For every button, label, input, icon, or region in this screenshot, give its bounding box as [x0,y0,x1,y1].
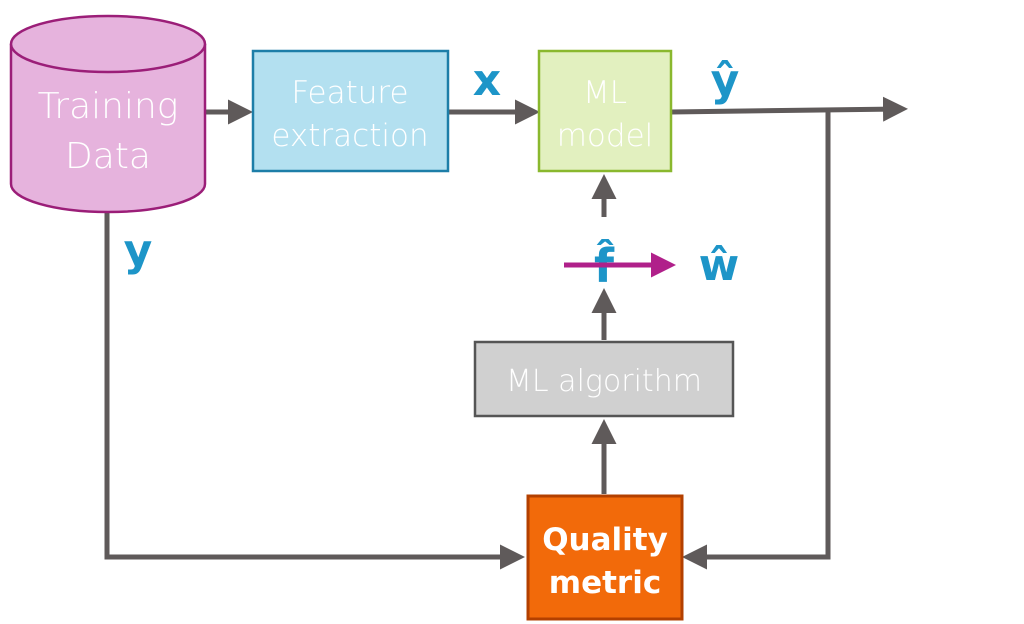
feature-extraction-label-line2: extraction [271,118,428,154]
ml-model-label-line2: model [557,118,654,154]
ml-algorithm-node: ML algorithm [473,340,735,418]
y-label: y [124,225,153,276]
arrow-yhat-to-quality [682,112,831,570]
ml-algorithm-label: ML algorithm [506,364,702,399]
training-data-node: Training Data [9,14,207,214]
ml-algorithm-box [473,340,735,418]
feature-extraction-label-line1: Feature [291,75,408,111]
arrow-y-to-quality [104,212,525,570]
ml-model-node: ML model [537,49,673,173]
ml-model-box [537,49,673,173]
connectors [104,96,908,570]
x-label: x [473,55,501,106]
feature-extraction-node: Feature extraction [251,49,450,173]
feature-extraction-box [251,49,450,173]
training-data-cylinder-top [9,14,207,74]
ml-model-label-line1: ML [583,75,627,111]
training-data-label-line1: Training [38,86,179,127]
quality-metric-label-line2: metric [549,565,661,601]
y-hat-label: ŷ [711,55,740,106]
quality-metric-node: Quality metric [526,494,684,621]
quality-metric-box [526,494,684,621]
arrow-model-output [670,96,908,122]
training-data-cylinder-body [9,44,207,214]
w-hat-label: ŵ [699,240,740,291]
training-data-label-line2: Data [65,136,151,177]
quality-metric-label-line1: Quality [542,522,668,558]
